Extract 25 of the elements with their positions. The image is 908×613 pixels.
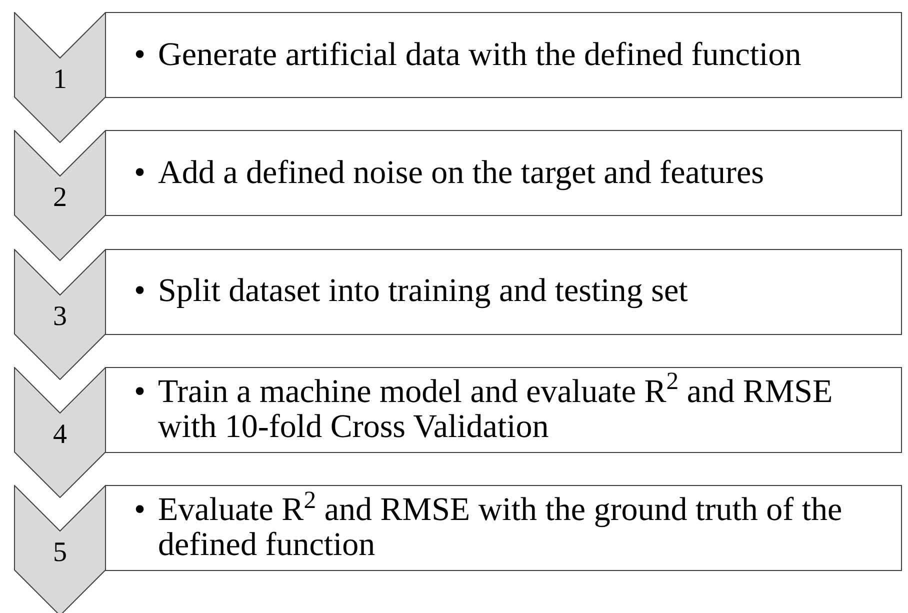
step-text: Evaluate R$^{2}$ and RMSE with the ground truth of the defined function <box>158 493 844 563</box>
step-number: 4 <box>52 418 68 451</box>
step-box <box>105 248 902 334</box>
step-number: 1 <box>52 64 68 96</box>
chevron-step <box>14 130 106 262</box>
step-box <box>105 366 902 453</box>
chevron-step <box>14 12 106 143</box>
bullet: • <box>134 156 147 191</box>
step-box <box>105 485 902 571</box>
bullet: • <box>134 493 147 528</box>
step-text: Split dataset into training and testing set <box>158 274 688 309</box>
chevron-step <box>14 248 106 380</box>
bullet: • <box>134 374 147 410</box>
step-number: 3 <box>52 300 68 332</box>
step-text: Generate artificial data with the defined function <box>158 38 802 72</box>
bullet: • <box>134 38 147 72</box>
bullet: • <box>134 274 147 309</box>
step-box <box>105 12 902 98</box>
chevron-step <box>14 366 106 498</box>
step-box <box>105 130 902 216</box>
step-text: Train a machine model and evaluate R$^{2}$ and RMSE with 10-fold Cross Validation <box>158 374 834 445</box>
chevron-step <box>14 485 106 613</box>
step-number: 2 <box>52 182 68 214</box>
step-number: 5 <box>52 537 68 569</box>
step-text: Add a defined noise on the target and features <box>158 156 764 191</box>
